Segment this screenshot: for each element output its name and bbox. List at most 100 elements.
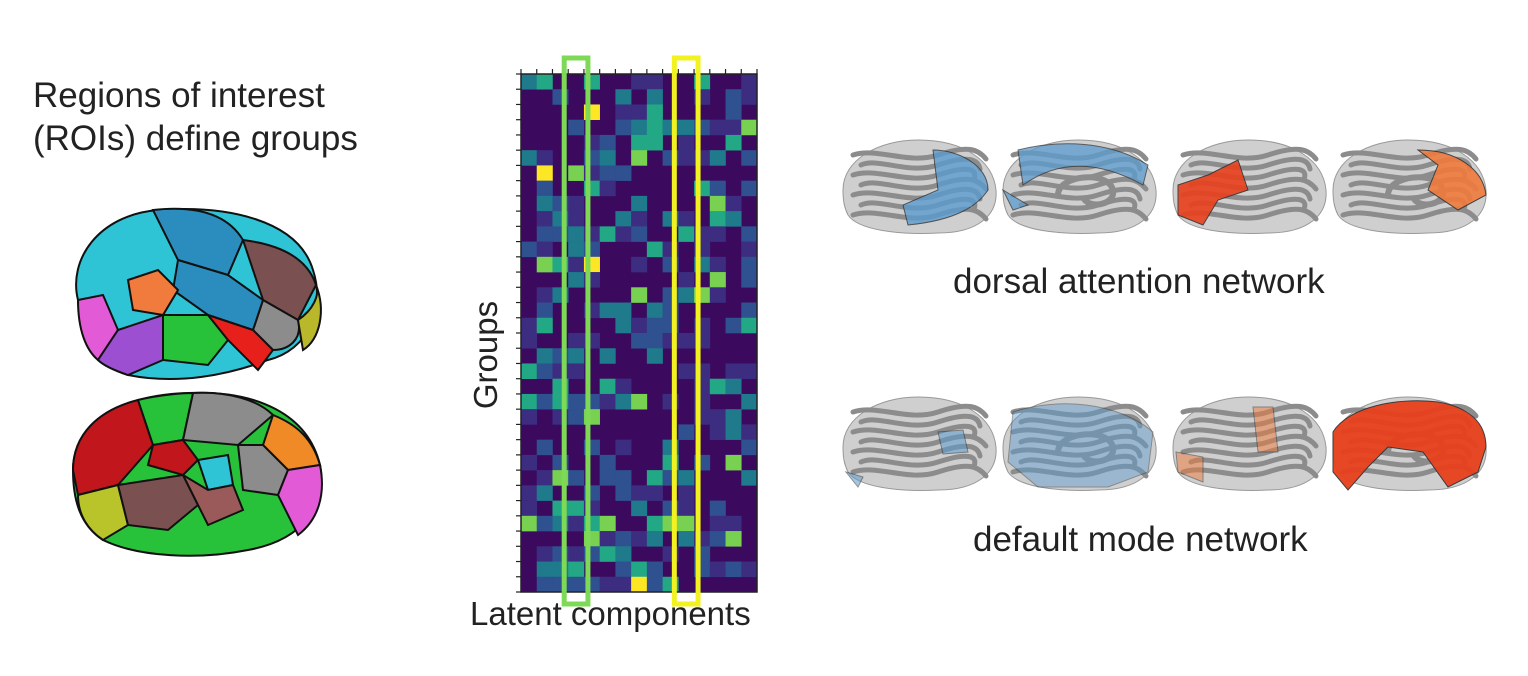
matrix-cell [600,165,616,181]
dorsal-attention-label: dorsal attention network [953,262,1325,302]
matrix-cell [568,272,584,288]
matrix-cell [726,516,742,532]
matrix-cell [568,165,584,181]
matrix-cell [741,562,757,578]
matrix-cell [678,424,694,440]
matrix-cell [726,196,742,212]
matrix-cell [631,287,647,303]
matrix-cell [741,74,757,90]
matrix-cell [678,470,694,486]
matrix-cell [741,89,757,105]
matrix-cell [600,577,616,593]
matrix-cell [710,257,726,273]
matrix-cell [631,104,647,120]
matrix-cell [741,470,757,486]
matrix-cell [678,501,694,517]
matrix-cell [600,516,616,532]
matrix-cell [568,333,584,349]
matrix-cell [678,531,694,547]
matrix-cell [568,196,584,212]
matrix-cell [521,150,537,166]
matrix-cell [710,424,726,440]
parcellated-brain-bottom [73,393,322,556]
matrix-cell [521,516,537,532]
matrix-cell [647,485,663,501]
matrix-cell [710,379,726,395]
matrix-cell [600,348,616,364]
matrix-cell [537,577,553,593]
matrix-cell [741,318,757,334]
matrix-cell [615,394,631,410]
matrix-cell [537,485,553,501]
matrix-cell [631,257,647,273]
matrix-cell [647,333,663,349]
matrix-cell [726,363,742,379]
matrix-cell [678,226,694,242]
matrix-cell [647,516,663,532]
matrix-cell [537,196,553,212]
matrix-cell [710,562,726,578]
network-brain [1333,140,1486,233]
matrix-cell [647,348,663,364]
matrix-cell [631,501,647,517]
matrix-cell [537,394,553,410]
matrix-cell [741,303,757,319]
matrix-cell [631,135,647,151]
matrix-cell [726,135,742,151]
matrix-cell [631,74,647,90]
matrix-cell [631,333,647,349]
matrix-cell [726,318,742,334]
matrix-cell [631,394,647,410]
network-brain [843,140,996,233]
matrix-cell [647,577,663,593]
matrix-cell [726,379,742,395]
matrix-cell [521,333,537,349]
matrix-cell [631,531,647,547]
matrix-cell [537,226,553,242]
matrix-cell [678,363,694,379]
matrix-cell [710,211,726,227]
dorsal-attention-brains [838,135,1498,235]
matrix-cell [600,226,616,242]
matrix-cell [537,74,553,90]
matrix-cell [741,150,757,166]
matrix-cell [741,242,757,258]
matrix-y-axis-label: Groups [467,295,505,415]
roi-title-line1: Regions of interest [33,74,358,117]
matrix-cell [710,150,726,166]
matrix-cell [631,150,647,166]
matrix-cell [615,562,631,578]
matrix-cell [537,516,553,532]
matrix-cell [710,501,726,517]
matrix-cell [647,242,663,258]
matrix-cell [521,74,537,90]
matrix-cell [615,577,631,593]
matrix-cell [726,455,742,471]
matrix-cell [631,211,647,227]
matrix-cell [568,120,584,136]
matrix-cell [568,394,584,410]
matrix-cell [678,120,694,136]
matrix-cell [600,303,616,319]
network-brain [1333,397,1486,490]
matrix-cell [537,470,553,486]
matrix-cell [631,120,647,136]
matrix-cell [521,409,537,425]
matrix-cell [631,318,647,334]
matrix-cell [710,272,726,288]
matrix-cell [537,165,553,181]
matrix-cell [678,150,694,166]
matrix-cell [741,272,757,288]
matrix-cell [568,348,584,364]
matrix-cell [600,135,616,151]
matrix-cell [537,211,553,227]
matrix-cell [647,104,663,120]
matrix-cell [710,516,726,532]
matrix-cell [615,89,631,105]
matrix-cell [600,150,616,166]
matrix-cell [647,74,663,90]
matrix-cell [678,211,694,227]
matrix-cell [537,546,553,562]
matrix-cell [710,287,726,303]
matrix-cell [537,303,553,319]
